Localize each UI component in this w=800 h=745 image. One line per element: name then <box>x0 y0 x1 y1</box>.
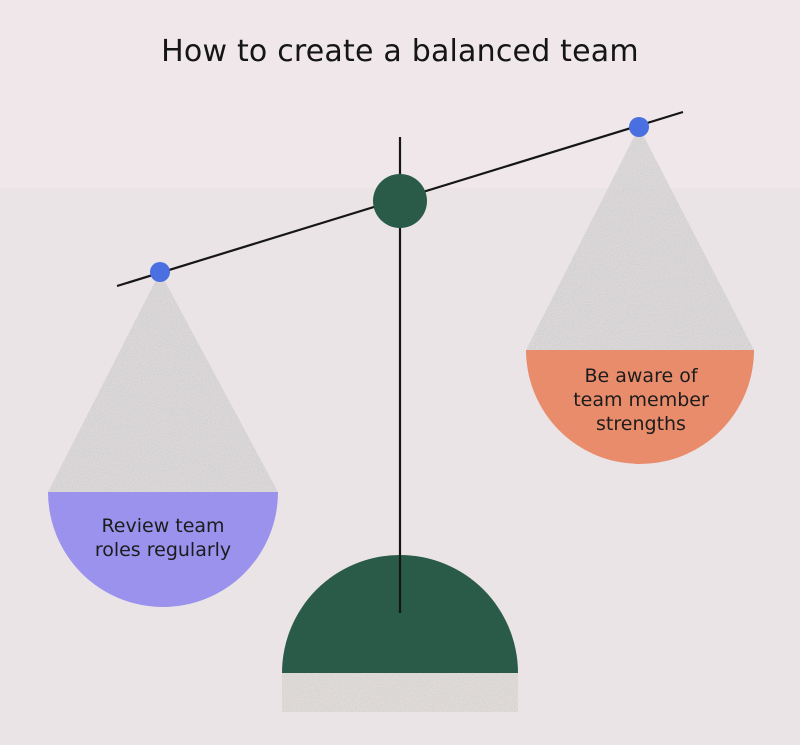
left-pan-label-line: Review team <box>101 515 225 537</box>
left-pan-label: Review team roles regularly <box>48 514 278 562</box>
right-pan-label-line: Be aware of <box>584 365 698 387</box>
page-title: How to create a balanced team <box>161 34 639 69</box>
left-hanging-point <box>150 262 170 282</box>
left-pan-cone-grain <box>48 272 278 492</box>
right-hanging-point <box>629 117 649 137</box>
left-pan-label-line: roles regularly <box>94 539 232 561</box>
right-pan-label: Be aware of team member strengths <box>526 364 756 436</box>
right-pan-cone-grain <box>526 127 754 350</box>
base-dome <box>282 555 518 673</box>
pivot-circle <box>373 174 427 228</box>
right-pan-label-line: team member <box>573 389 709 411</box>
right-pan <box>526 350 754 464</box>
left-pan <box>48 492 278 607</box>
base-pedestal-shadow-grain <box>282 672 518 712</box>
right-pan-label-line: strengths <box>596 413 686 435</box>
